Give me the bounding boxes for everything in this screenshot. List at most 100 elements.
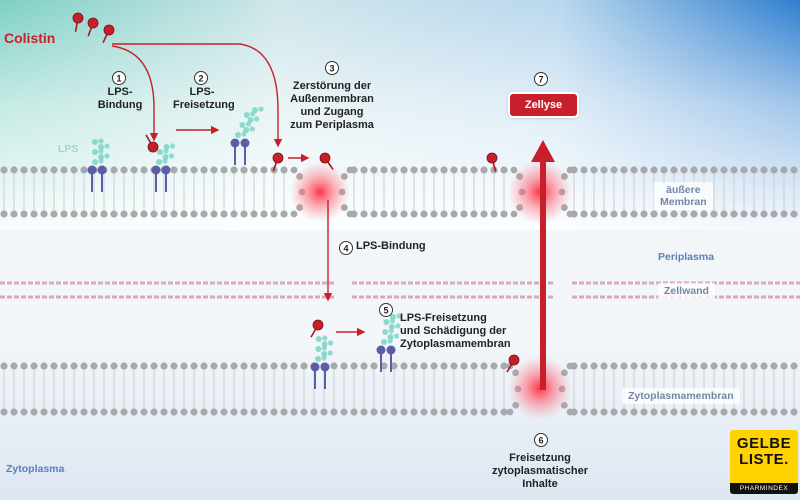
cyto-membrane-head bbox=[210, 362, 218, 370]
colistin-molecule bbox=[87, 17, 99, 37]
cyto-membrane-head bbox=[710, 362, 718, 370]
cyto-membrane-head bbox=[150, 362, 158, 370]
lps-sugar bbox=[104, 153, 110, 159]
cyto-membrane-head bbox=[640, 408, 648, 416]
outer-membrane-head bbox=[680, 166, 688, 174]
cyto-membrane-head bbox=[230, 362, 238, 370]
logo-line1: GELBE bbox=[736, 435, 792, 452]
colistin-head bbox=[486, 152, 498, 164]
cyto-membrane-head bbox=[280, 408, 288, 416]
lps-lipid-head bbox=[376, 345, 386, 355]
outer-membrane-head bbox=[50, 210, 58, 218]
cyto-membrane-head bbox=[110, 362, 118, 370]
outer-membrane-head bbox=[590, 166, 598, 174]
cyto-membrane-head bbox=[370, 408, 378, 416]
lps-sugar bbox=[383, 319, 390, 325]
cyto-membrane-head bbox=[390, 408, 398, 416]
outer-membrane-head bbox=[420, 210, 428, 218]
outer-membrane-label: äußere Membran bbox=[654, 182, 713, 210]
step-circle-1: 1 bbox=[112, 71, 126, 85]
lps-sugar bbox=[249, 126, 255, 132]
cyto-membrane-head bbox=[600, 408, 608, 416]
cyto-membrane-head bbox=[750, 408, 758, 416]
lps-molecules bbox=[87, 106, 402, 389]
cyto-membrane-head bbox=[660, 408, 668, 416]
outer-membrane-head bbox=[670, 210, 678, 218]
cyto-membrane-head bbox=[120, 408, 128, 416]
step-number: 6 bbox=[538, 436, 543, 446]
lps-sugar bbox=[381, 339, 387, 345]
outer-membrane-head bbox=[580, 210, 588, 218]
cyto-membrane-head bbox=[350, 408, 358, 416]
lps-sugar bbox=[390, 314, 396, 320]
outer-membrane-head bbox=[190, 210, 198, 218]
outer-membrane-head bbox=[790, 210, 798, 218]
outer-membrane-head bbox=[60, 210, 68, 218]
cyto-membrane-head bbox=[180, 362, 188, 370]
outer-membrane-head bbox=[450, 166, 458, 174]
cyto-membrane-head bbox=[470, 408, 478, 416]
cyto-membrane-head bbox=[660, 362, 668, 370]
cyto-membrane-head bbox=[420, 408, 428, 416]
outer-membrane-head bbox=[0, 166, 8, 174]
outer-membrane-head bbox=[650, 166, 658, 174]
lps-sugar bbox=[247, 117, 254, 123]
lps-sugar bbox=[235, 132, 241, 138]
cyto-membrane-head bbox=[410, 362, 418, 370]
cyto-membrane-head bbox=[60, 408, 68, 416]
outer-membrane-edge-head bbox=[346, 210, 354, 218]
cyto-membrane-head bbox=[200, 362, 208, 370]
colistin-head bbox=[103, 24, 115, 36]
arrow-colistin-to-step1 bbox=[111, 45, 159, 142]
outer-membrane bbox=[0, 166, 798, 218]
cyto-membrane-head bbox=[70, 408, 78, 416]
cyto-membrane-head bbox=[630, 408, 638, 416]
outer-membrane-head bbox=[660, 210, 668, 218]
cyto-membrane-head bbox=[80, 362, 88, 370]
lps-sugar bbox=[98, 144, 104, 150]
cell-wall-label: Zellwand bbox=[658, 283, 715, 299]
outer-membrane-head bbox=[470, 210, 478, 218]
cyto-membrane-head bbox=[400, 408, 408, 416]
outer-membrane-head bbox=[20, 210, 28, 218]
outer-membrane-head bbox=[460, 166, 468, 174]
step-circle-ring bbox=[325, 61, 339, 75]
cyto-membrane-head bbox=[140, 362, 148, 370]
cyto-membrane-head bbox=[710, 408, 718, 416]
cyto-membrane-head bbox=[100, 408, 108, 416]
cyto-membrane-head bbox=[420, 362, 428, 370]
cyto-membrane-head bbox=[270, 408, 278, 416]
cyto-membrane-head bbox=[620, 408, 628, 416]
step-number: 7 bbox=[538, 75, 543, 85]
cyto-membrane-head bbox=[60, 362, 68, 370]
cyto-membrane-head bbox=[340, 362, 348, 370]
cyto-membrane-head bbox=[640, 362, 648, 370]
cyto-membrane-head bbox=[410, 408, 418, 416]
cyto-membrane-head bbox=[490, 362, 498, 370]
outer-membrane-head bbox=[260, 210, 268, 218]
lps-sugar bbox=[328, 340, 334, 346]
cyto-membrane-head bbox=[320, 408, 328, 416]
cyto-membrane-head bbox=[630, 362, 638, 370]
step-circle-7: 7 bbox=[534, 72, 548, 86]
outer-membrane-head bbox=[280, 166, 288, 174]
cyto-membrane-head bbox=[50, 362, 58, 370]
cyto-membrane-head bbox=[720, 408, 728, 416]
outer-membrane-head bbox=[700, 210, 708, 218]
cyto-membrane-head bbox=[220, 362, 228, 370]
outer-membrane-edge-head bbox=[566, 166, 574, 174]
cyto-membrane-head bbox=[230, 408, 238, 416]
cyto-membrane-head bbox=[330, 408, 338, 416]
lps-sugar bbox=[168, 153, 175, 159]
logo-line2: LISTE. bbox=[739, 451, 789, 468]
lps-sugar bbox=[322, 335, 328, 341]
lps-label: LPS bbox=[58, 143, 79, 155]
lps-sugar bbox=[162, 154, 169, 160]
cyto-membrane-head bbox=[240, 362, 248, 370]
cyto-membrane-head bbox=[670, 362, 678, 370]
step4-text: LPS-Bindung bbox=[356, 240, 426, 252]
outer-membrane-head bbox=[30, 166, 38, 174]
outer-membrane-head bbox=[170, 166, 178, 174]
outer-membrane-head bbox=[420, 166, 428, 174]
outer-membrane-head bbox=[120, 166, 128, 174]
